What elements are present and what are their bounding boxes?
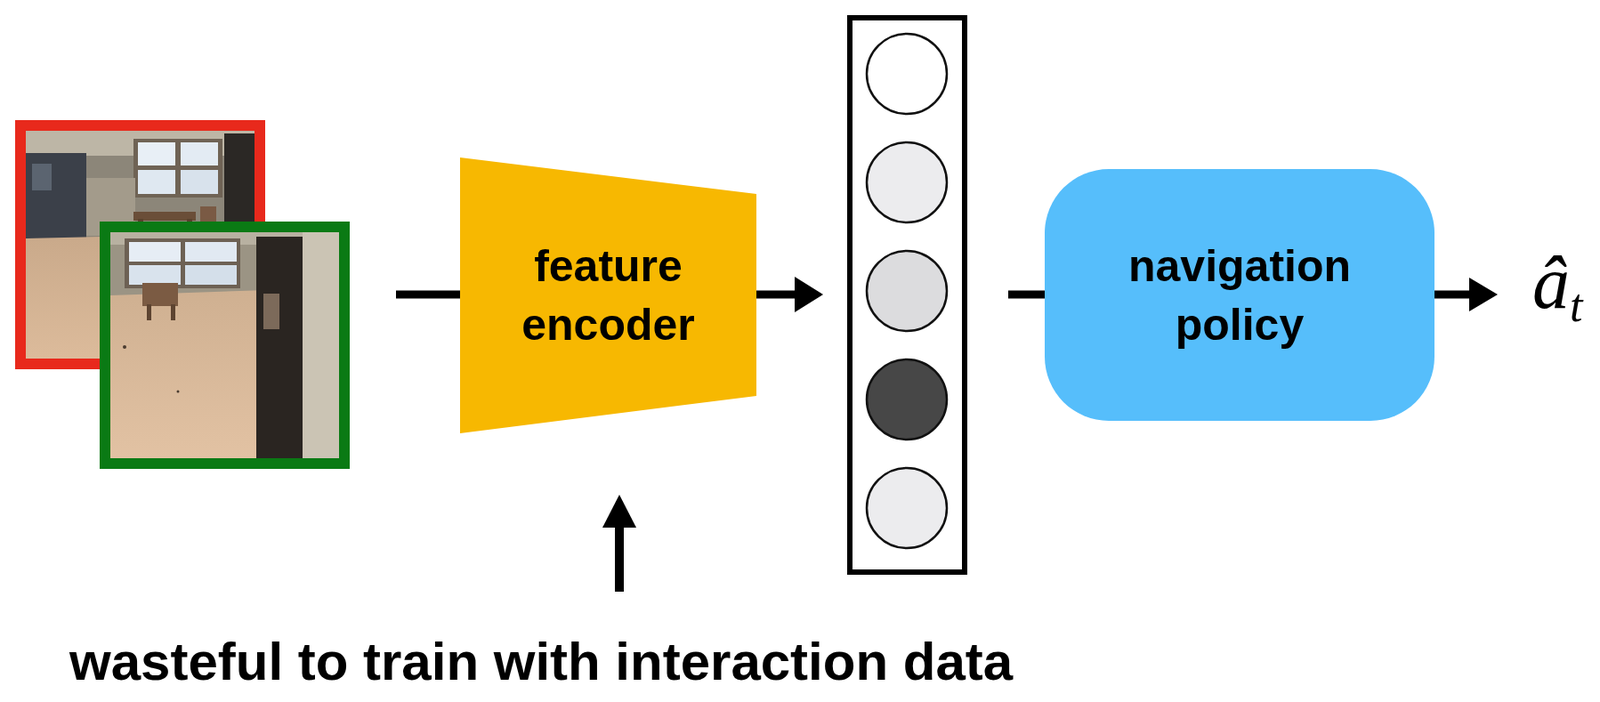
vector-unit [866,250,947,332]
text-holder: feature encoder [460,157,757,434]
node-label: feature encoder [486,236,730,355]
arrow-line [1432,290,1473,299]
feature-vector [849,17,965,573]
encoder-shape [460,157,757,434]
input-line [1008,290,1049,299]
node-label: navigation policy [1076,236,1403,355]
pointer-line [614,523,624,592]
encoder-block: feature encoder [460,157,757,434]
arrow-head [794,276,824,313]
symbol-subscript: t [1569,280,1583,332]
arrow-head [602,494,637,528]
vector-unit [866,142,947,223]
text-holder: navigation policy [1044,169,1435,421]
rounded-outline [1044,169,1435,421]
policy-block: navigation policy [1044,169,1435,421]
vector-unit [866,33,947,114]
arrow-head [1469,277,1498,312]
frame-green [105,226,345,464]
annotation-note: wasteful to train with interaction data [69,630,1013,695]
trapezoid-outline [460,157,757,434]
photo-ground [105,226,345,464]
input-line [395,290,461,299]
arrow-line [754,290,799,299]
symbol-base: â [1532,241,1570,324]
policy-shape [1044,169,1435,421]
room-photo [110,232,340,459]
vector-unit [866,468,947,549]
vector-unit [866,359,947,440]
action-symbol: ât [1532,238,1583,334]
